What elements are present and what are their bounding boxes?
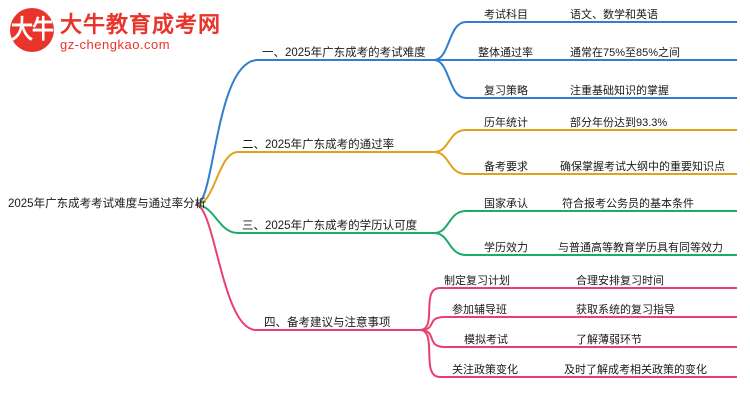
link-root-branch-1 bbox=[195, 59, 259, 206]
mindmap-leaf-3-1-value[interactable]: 符合报考公务员的基本条件 bbox=[562, 198, 694, 210]
mindmap-leaf-2-1-value[interactable]: 部分年份达到93.3% bbox=[570, 117, 668, 129]
link-branch-4-leaf-4 bbox=[419, 329, 441, 378]
mindmap-branch-4-label[interactable]: 四、备考建议与注意事项 bbox=[264, 317, 391, 329]
link-branch-3-leaf-1 bbox=[433, 210, 467, 234]
link-root-branch-4 bbox=[195, 204, 257, 331]
mindmap-leaf-2-1-label[interactable]: 历年统计 bbox=[484, 117, 528, 129]
mindmap-leaf-1-3-label[interactable]: 复习策略 bbox=[484, 85, 528, 97]
mindmap-branch-1-label[interactable]: 一、2025年广东成考的考试难度 bbox=[262, 47, 426, 59]
mindmap-branch-3-label[interactable]: 三、2025年广东成考的学历认可度 bbox=[242, 220, 418, 232]
logo-mark-text: 大牛 bbox=[10, 15, 54, 44]
mindmap-leaf-4-3-value[interactable]: 了解薄弱环节 bbox=[576, 334, 642, 346]
mindmap-leaf-4-3-label[interactable]: 模拟考试 bbox=[464, 334, 508, 346]
mindmap-leaf-2-2-value[interactable]: 确保掌握考试大纲中的重要知识点 bbox=[560, 161, 725, 173]
logo-title: 大牛教育成考网 bbox=[60, 12, 222, 37]
site-logo: 大牛 大牛教育成考网 gz-chengkao.com bbox=[8, 6, 220, 58]
link-root-branch-2 bbox=[195, 151, 239, 206]
link-branch-2-leaf-2 bbox=[433, 151, 467, 175]
mindmap-leaf-4-1-label[interactable]: 制定复习计划 bbox=[444, 275, 510, 287]
mindmap-leaf-3-2-value[interactable]: 与普通高等教育学历具有同等效力 bbox=[558, 242, 723, 254]
logo-mark-icon: 大牛 bbox=[10, 8, 54, 52]
link-branch-3-leaf-2 bbox=[433, 232, 467, 256]
mindmap-leaf-1-2-value[interactable]: 通常在75%至85%之间 bbox=[570, 47, 681, 59]
link-branch-1-leaf-3 bbox=[433, 59, 467, 99]
mindmap-leaf-1-1-value[interactable]: 语文、数学和英语 bbox=[570, 9, 658, 21]
mindmap-leaf-3-2-label[interactable]: 学历效力 bbox=[484, 242, 528, 254]
mindmap-leaf-4-2-label[interactable]: 参加辅导班 bbox=[452, 304, 507, 316]
link-branch-4-leaf-1 bbox=[419, 287, 441, 331]
logo-subtitle: gz-chengkao.com bbox=[60, 37, 171, 52]
mindmap-leaf-1-1-label[interactable]: 考试科目 bbox=[484, 9, 528, 21]
mindmap-leaf-1-3-value[interactable]: 注重基础知识的掌握 bbox=[570, 85, 669, 97]
mindmap-leaf-4-4-value[interactable]: 及时了解成考相关政策的变化 bbox=[564, 364, 707, 376]
mindmap-leaf-1-2-label[interactable]: 整体通过率 bbox=[478, 47, 533, 59]
mindmap-leaf-4-4-label[interactable]: 关注政策变化 bbox=[452, 364, 518, 376]
mindmap-leaf-3-1-label[interactable]: 国家承认 bbox=[484, 198, 528, 210]
mindmap-leaf-2-2-label[interactable]: 备考要求 bbox=[484, 161, 528, 173]
link-branch-1-leaf-1 bbox=[433, 21, 467, 61]
link-root-branch-3 bbox=[195, 204, 239, 234]
link-branch-2-leaf-1 bbox=[433, 129, 467, 153]
link-branch-4-leaf-3 bbox=[419, 329, 446, 348]
mindmap-root-label[interactable]: 2025年广东成考考试难度与通过率分析 bbox=[8, 198, 207, 210]
mindmap-branch-2-label[interactable]: 二、2025年广东成考的通过率 bbox=[242, 139, 395, 151]
mindmap-leaf-4-1-value[interactable]: 合理安排复习时间 bbox=[576, 275, 664, 287]
mindmap-leaf-4-2-value[interactable]: 获取系统的复习指导 bbox=[576, 304, 675, 316]
